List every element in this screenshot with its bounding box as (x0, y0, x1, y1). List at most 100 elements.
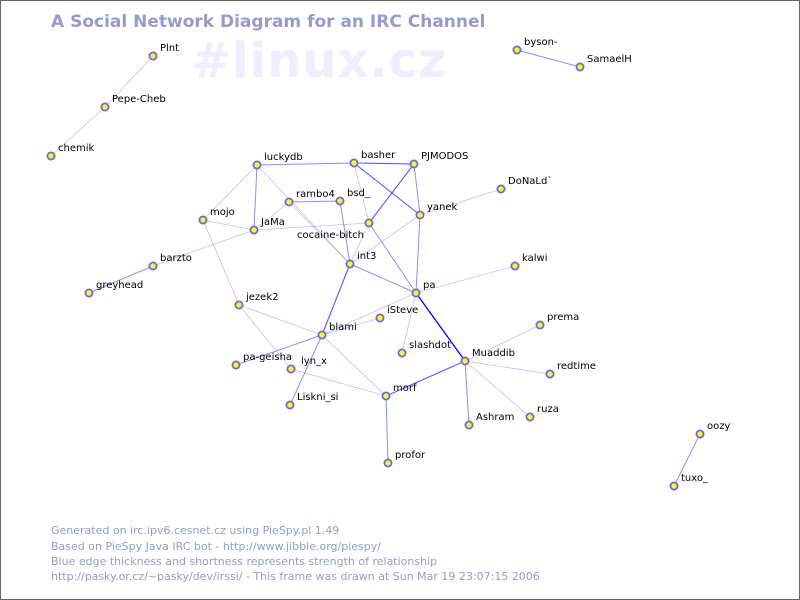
edge-barzto-greyhead (88, 265, 154, 294)
node-label: oozy (707, 421, 730, 432)
edge-yanek-int3 (349, 214, 421, 265)
node-yanek: yanek (415, 202, 458, 220)
node-rambo4: rambo4 (284, 189, 335, 207)
edge-cocaine-bitch-pa (368, 222, 417, 294)
node-label: chemik (58, 143, 95, 154)
node-circle (317, 330, 327, 340)
node-circle (345, 259, 355, 269)
edge-mojo-jezek2 (202, 219, 240, 306)
node-barzto: barzto (148, 253, 192, 271)
node-PJMODOS: PJMODOS (409, 151, 468, 169)
node-circle (512, 45, 522, 55)
edge-rambo4-int3 (288, 201, 351, 265)
node-circle (231, 360, 241, 370)
node-label: Muaddib (472, 348, 515, 359)
channel-watermark: #linux.cz (191, 33, 448, 89)
node-circle (695, 429, 705, 439)
edge-Plnt-Pepe-Cheb (104, 55, 154, 108)
node-circle (460, 356, 470, 366)
edge-PJMODOS-yanek (413, 163, 421, 216)
node-circle (148, 261, 158, 271)
node-circle (535, 320, 545, 330)
node-circle (381, 391, 391, 401)
node-circle (496, 184, 506, 194)
edge-Muaddib-ruza (464, 360, 531, 418)
node-Plnt: Plnt (148, 43, 179, 61)
edge-luckydb-int3 (256, 164, 351, 265)
node-JaMa: JaMa (249, 217, 285, 235)
edge-yanek-pa (415, 214, 421, 294)
edge-Pepe-Cheb-chemik (50, 106, 106, 157)
node-label: basher (361, 150, 396, 161)
node-redtime: redtime (545, 361, 596, 379)
node-label: greyhead (96, 280, 143, 291)
node-label: bsd_ (347, 188, 371, 199)
footer-line-generated: Generated on irc.ipv6.cesnet.cz using Pi… (51, 524, 340, 537)
node-circle (415, 210, 425, 220)
node-Ashram: Ashram (464, 412, 514, 430)
edge-Muaddib-redtime (464, 360, 551, 375)
node-prema: prema (535, 312, 579, 330)
node-label: redtime (557, 361, 596, 372)
node-label: byson- (524, 37, 558, 48)
node-int3: int3 (345, 251, 376, 269)
edge-int3-blami (321, 263, 351, 336)
node-pa-geisha: pa-geisha (231, 352, 292, 370)
edge-byson--SamaelH (516, 49, 581, 68)
node-chemik: chemik (46, 143, 95, 161)
edge-barzto-JaMa (152, 229, 255, 267)
node-SamaelH: SamaelH (575, 54, 632, 72)
node-circle (84, 288, 94, 298)
edge-JaMa-cocaine-bitch (253, 222, 370, 231)
node-circle (397, 348, 407, 358)
node-circle (409, 159, 419, 169)
node-greyhead: greyhead (84, 280, 143, 298)
node-kalwi: kalwi (510, 253, 547, 271)
node-label: ruza (537, 404, 559, 415)
node-label: pa-geisha (243, 352, 292, 363)
node-circle (285, 400, 295, 410)
edge-pa-Muaddib (415, 292, 466, 362)
edge-oozy-tuxo_ (673, 433, 701, 487)
edge-blami-pa-geisha (235, 334, 323, 366)
node-circle (234, 300, 244, 310)
node-basher: basher (349, 150, 396, 168)
edge-Muaddib-prema (464, 324, 541, 362)
edge-basher-yanek (353, 162, 421, 216)
node-label: Pepe-Cheb (112, 94, 166, 105)
node-circle (100, 102, 110, 112)
node-jezek2: jezek2 (234, 292, 279, 310)
node-bsd_: bsd_ (335, 188, 371, 206)
node-label: iSteve (387, 305, 418, 316)
node-ruza: ruza (525, 404, 559, 422)
edges (50, 49, 701, 487)
node-lyn_x: lyn_x (286, 356, 327, 374)
node-circle (364, 218, 374, 228)
node-circle (335, 196, 345, 206)
footer-line-timestamp: http://pasky.or.cz/~pasky/dev/irssi/ - T… (51, 570, 540, 583)
node-label: Ashram (476, 412, 514, 423)
edge-lyn_x-morf (290, 368, 387, 397)
node-label: morf (393, 383, 417, 394)
node-Liskni_si: Liskni_si (285, 392, 338, 410)
node-label: int3 (357, 251, 376, 262)
edge-blami-iSteve (321, 317, 381, 336)
node-label: JaMa (260, 217, 285, 228)
node-label: kalwi (522, 253, 547, 264)
node-label: PJMODOS (421, 151, 468, 162)
node-blami: blami (317, 322, 357, 340)
node-circle (148, 51, 158, 61)
edge-mojo-JaMa (202, 219, 255, 231)
node-Pepe-Cheb: Pepe-Cheb (100, 94, 166, 112)
edge-jezek2-blami (238, 304, 323, 336)
diagram-title: A Social Network Diagram for an IRC Chan… (51, 12, 486, 32)
edge-blami-morf (321, 334, 387, 397)
node-label: prema (547, 312, 579, 323)
edge-PJMODOS-cocaine-bitch (368, 163, 415, 224)
edge-bsd_-int3 (339, 200, 351, 265)
node-label: slashdot (409, 340, 451, 351)
node-label: Plnt (160, 43, 179, 54)
node-circle (46, 151, 56, 161)
edge-rambo4-bsd_ (288, 200, 341, 203)
